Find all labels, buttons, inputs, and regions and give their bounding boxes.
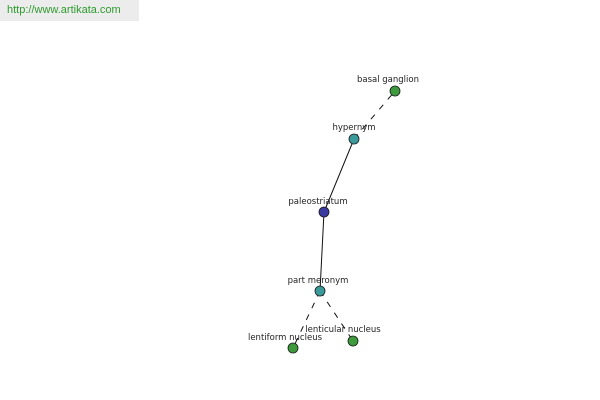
node-hypernym[interactable]: [348, 133, 360, 145]
node-label-lentiform-nucleus: lentiform nucleus: [248, 333, 323, 343]
node-lentiform-nucleus[interactable]: [287, 342, 299, 354]
node-label-lenticular-nucleus: lenticular nucleus: [305, 325, 381, 335]
node-label-part-meronym: part meronym: [288, 276, 349, 286]
graph-nodes: basal ganglion hypernym paleostriatum part …: [248, 75, 419, 354]
edge-hypernym-to-basal-ganglion: [353, 90, 396, 140]
node-paleostriatum[interactable]: [318, 206, 330, 218]
node-basal-ganglion[interactable]: [389, 85, 401, 97]
edge-part-meronym-to-lentiform-nucleus: [292, 290, 321, 349]
node-lenticular-nucleus[interactable]: [347, 335, 359, 347]
node-label-hypernym: hypernym: [332, 123, 375, 133]
node-part-meronym[interactable]: [314, 285, 326, 297]
edge-part-meronym-to-lenticular-nucleus: [319, 290, 354, 342]
watermark-url: http://www.artikata.com: [0, 0, 139, 21]
node-label-basal-ganglion: basal ganglion: [357, 75, 419, 85]
node-label-paleostriatum: paleostriatum: [288, 197, 347, 207]
graph-edges: [292, 90, 396, 349]
edge-paleostriatum-to-hypernym: [323, 138, 355, 213]
edge-paleostriatum-to-part-meronym: [319, 211, 325, 292]
